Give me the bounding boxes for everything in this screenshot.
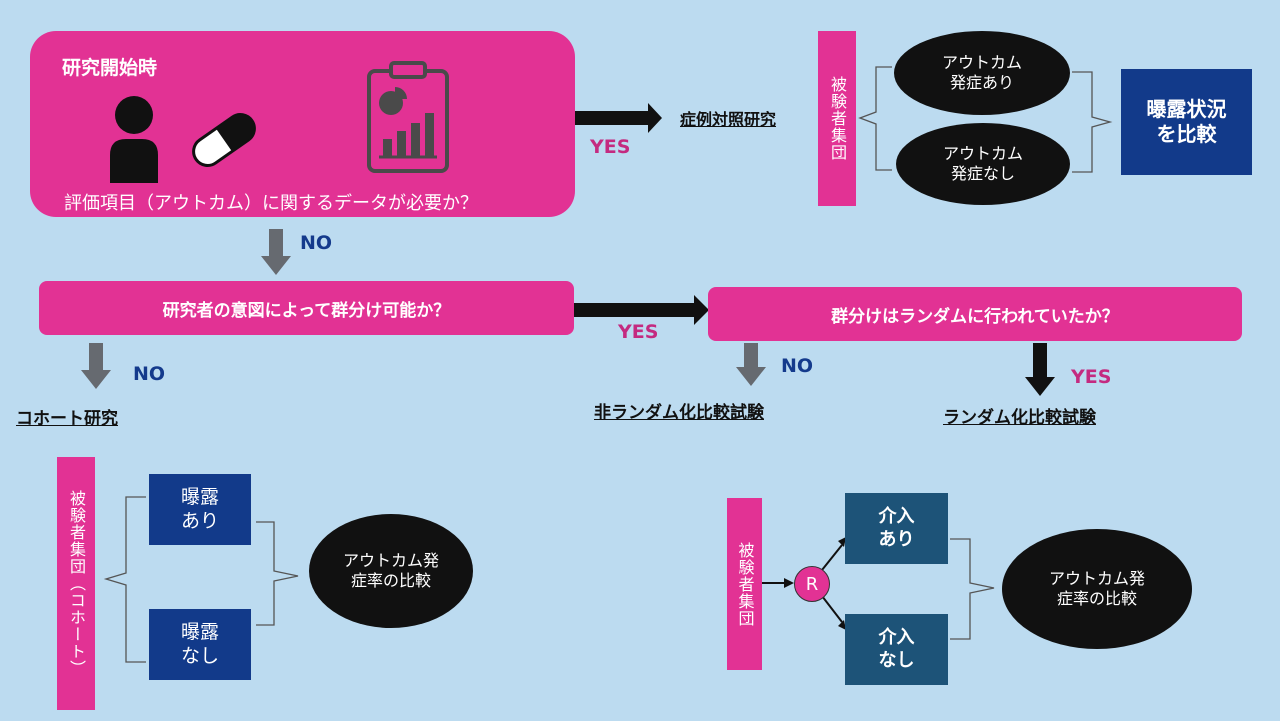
arrow-random-to-intervention-no (821, 595, 846, 630)
exposure-yes-box: 曝露 あり (149, 474, 251, 545)
intervention-yes-label: 介入 あり (878, 506, 915, 550)
outcome-non-random: 非ランダム化比較試験 (594, 403, 764, 423)
exposure-no-label: 曝露 なし (180, 620, 219, 667)
rct-compare-label: アウトカム発 症率の比較 (1048, 569, 1145, 608)
question-grouping-text: 研究者の意図によって群分け可能か？ (162, 300, 451, 321)
clipboard-chart-icon (367, 61, 449, 173)
exposure-no-box: 曝露 なし (149, 609, 251, 680)
case-control-subjects-box: 被験者集団 (818, 31, 856, 206)
arrow-subjects-to-random (762, 578, 794, 588)
brace-case-control-left (858, 66, 892, 171)
label-yes-2: YES (618, 321, 659, 343)
label-yes-3: YES (1071, 366, 1112, 388)
random-label: R (805, 573, 819, 595)
cohort-subjects-label: 被験者集団（コホート） (67, 490, 86, 677)
label-yes-1: YES (590, 136, 631, 158)
compare-exposure-box: 曝露状況 を比較 (1121, 69, 1252, 175)
outcome-case-control: 症例対照研究 (680, 110, 777, 129)
exposure-yes-label: 曝露 あり (180, 485, 219, 532)
brace-cohort-right (256, 521, 299, 626)
start-title: 研究開始時 (62, 57, 158, 79)
person-icon (110, 96, 158, 183)
question-grouping-box: 研究者の意図によって群分け可能か？ (39, 281, 574, 335)
label-no-3: NO (781, 355, 814, 377)
cohort-compare-ellipse: アウトカム発 症率の比較 (309, 514, 473, 628)
arrow-yes-to-case-control (574, 103, 662, 133)
rct-subjects-label: 被験者集団 (735, 541, 755, 627)
arrow-random-to-intervention-yes (821, 537, 846, 571)
outcome-rct: ランダム化比較試験 (943, 408, 1096, 428)
arrow-yes-to-rct (1025, 343, 1055, 396)
outcome-no-ellipse: アウトカム 発症なし (896, 123, 1070, 205)
arrow-yes-to-q3 (574, 295, 709, 325)
brace-cohort-left (103, 496, 146, 663)
outcome-cohort: コホート研究 (16, 409, 118, 429)
brace-case-control-right (1072, 71, 1113, 173)
start-box: 研究開始時 評価項目（アウトカム）に関するデータが必要か？ (30, 31, 575, 217)
cohort-subjects-box: 被験者集団（コホート） (57, 457, 95, 710)
cohort-compare-label: アウトカム発 症率の比較 (342, 551, 439, 590)
intervention-no-label: 介入 なし (878, 627, 915, 671)
rct-subjects-box: 被験者集団 (727, 498, 762, 670)
start-question: 評価項目（アウトカム）に関するデータが必要か？ (64, 193, 478, 214)
question-random-text: 群分けはランダムに行われていたか？ (831, 306, 1119, 327)
outcome-yes-ellipse: アウトカム 発症あり (894, 31, 1070, 115)
case-control-subjects-label: 被験者集団 (828, 76, 847, 161)
arrow-no-to-cohort (81, 343, 111, 389)
random-circle: R (794, 566, 830, 602)
arrow-no-to-q2 (261, 229, 291, 275)
intervention-no-box: 介入 なし (845, 614, 948, 685)
outcome-no-label: アウトカム 発症なし (942, 144, 1023, 183)
arrow-no-to-non-random (736, 343, 766, 386)
outcome-yes-label: アウトカム 発症あり (941, 53, 1022, 92)
brace-rct-right (950, 538, 995, 640)
compare-exposure-label: 曝露状況 を比較 (1146, 97, 1227, 146)
intervention-yes-box: 介入 あり (845, 493, 948, 564)
question-random-box: 群分けはランダムに行われていたか？ (708, 287, 1242, 341)
capsule-icon (192, 113, 256, 167)
label-no-2: NO (133, 363, 166, 385)
rct-compare-ellipse: アウトカム発 症率の比較 (1002, 529, 1192, 649)
label-no-1: NO (300, 232, 333, 254)
